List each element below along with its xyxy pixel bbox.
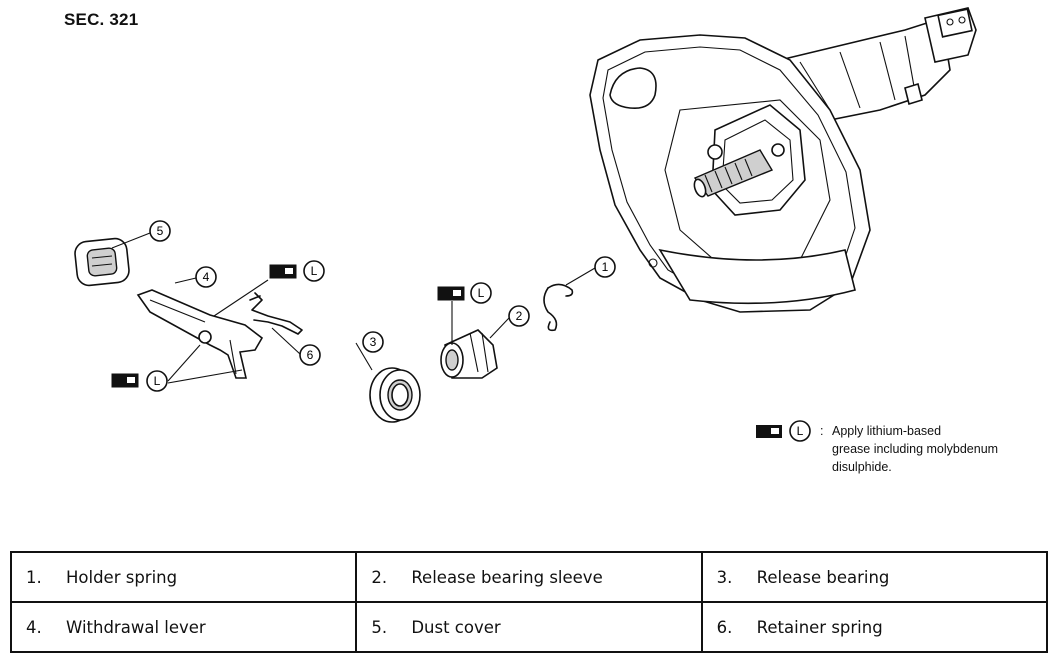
- legend-line-1: Apply lithium-based: [832, 424, 942, 438]
- legend-line-3: disulphide.: [832, 460, 892, 474]
- callout-3-number: 3: [370, 335, 377, 349]
- part-number: 1.: [26, 567, 42, 587]
- part-name: Withdrawal lever: [66, 617, 206, 637]
- grease-marker-lever-top: L: [269, 260, 325, 282]
- holder-spring-part: [543, 267, 596, 332]
- callout-5-number: 5: [157, 224, 164, 238]
- part-number: 4.: [26, 617, 42, 637]
- parts-cell: 2. Release bearing sleeve: [355, 551, 703, 603]
- release-bearing-part: [355, 342, 421, 423]
- part-name: Release bearing: [756, 567, 890, 587]
- callout-3: 3: [362, 331, 384, 353]
- callout-1-number: 1: [602, 260, 609, 274]
- part-number: 2.: [371, 567, 388, 587]
- part-name: Release bearing sleeve: [411, 567, 603, 587]
- legend-symbol-letter: L: [797, 424, 804, 438]
- withdrawal-lever-part: [136, 277, 269, 379]
- parts-cell: 4. Withdrawal lever: [9, 601, 358, 653]
- callout-6-number: 6: [307, 348, 314, 362]
- part-number: 6.: [716, 617, 733, 637]
- part-name: Holder spring: [66, 567, 178, 587]
- callout-5: 5: [149, 220, 171, 242]
- legend-separator: :: [820, 424, 824, 438]
- grease-symbol-icon: L: [756, 420, 811, 442]
- release-bearing-sleeve-part: [440, 317, 510, 379]
- section-label: SEC. 321: [64, 10, 139, 29]
- dust-cover-part: [74, 232, 151, 287]
- callout-2-number: 2: [516, 309, 523, 323]
- parts-table: 1. Holder spring 2. Release bearing sleeve…: [9, 551, 1049, 653]
- grease-marker-letter: L: [311, 264, 318, 278]
- legend-text: Apply lithium-based grease including mol…: [832, 422, 1059, 476]
- grease-marker-sleeve: L: [437, 282, 492, 345]
- parts-cell: 5. Dust cover: [355, 601, 703, 653]
- callout-1: 1: [594, 256, 616, 278]
- grease-marker-letter: L: [154, 374, 161, 388]
- callout-4-number: 4: [203, 270, 210, 284]
- exploded-diagram: 1 2 3 4: [74, 7, 977, 423]
- callout-2: 2: [508, 305, 530, 327]
- transmission-assembly: [589, 7, 977, 313]
- part-name: Dust cover: [411, 617, 501, 637]
- callout-4: 4: [195, 266, 217, 288]
- grease-marker-lever-bottom: L: [111, 344, 243, 392]
- parts-cell: 3. Release bearing: [700, 551, 1049, 603]
- grease-marker-letter: L: [478, 286, 485, 300]
- retainer-spring-part: [249, 292, 303, 355]
- part-number: 3.: [716, 567, 733, 587]
- table-row: 1. Holder spring 2. Release bearing sleeve…: [9, 551, 1049, 603]
- parts-cell: 1. Holder spring: [9, 551, 358, 603]
- part-number: 5.: [371, 617, 388, 637]
- part-name: Retainer spring: [756, 617, 883, 637]
- table-row: 4. Withdrawal lever 5. Dust cover 6. Retain…: [9, 601, 1049, 653]
- parts-cell: 6. Retainer spring: [700, 601, 1049, 653]
- callout-6: 6: [299, 344, 321, 366]
- legend-line-2: grease including molybdenum: [832, 442, 999, 456]
